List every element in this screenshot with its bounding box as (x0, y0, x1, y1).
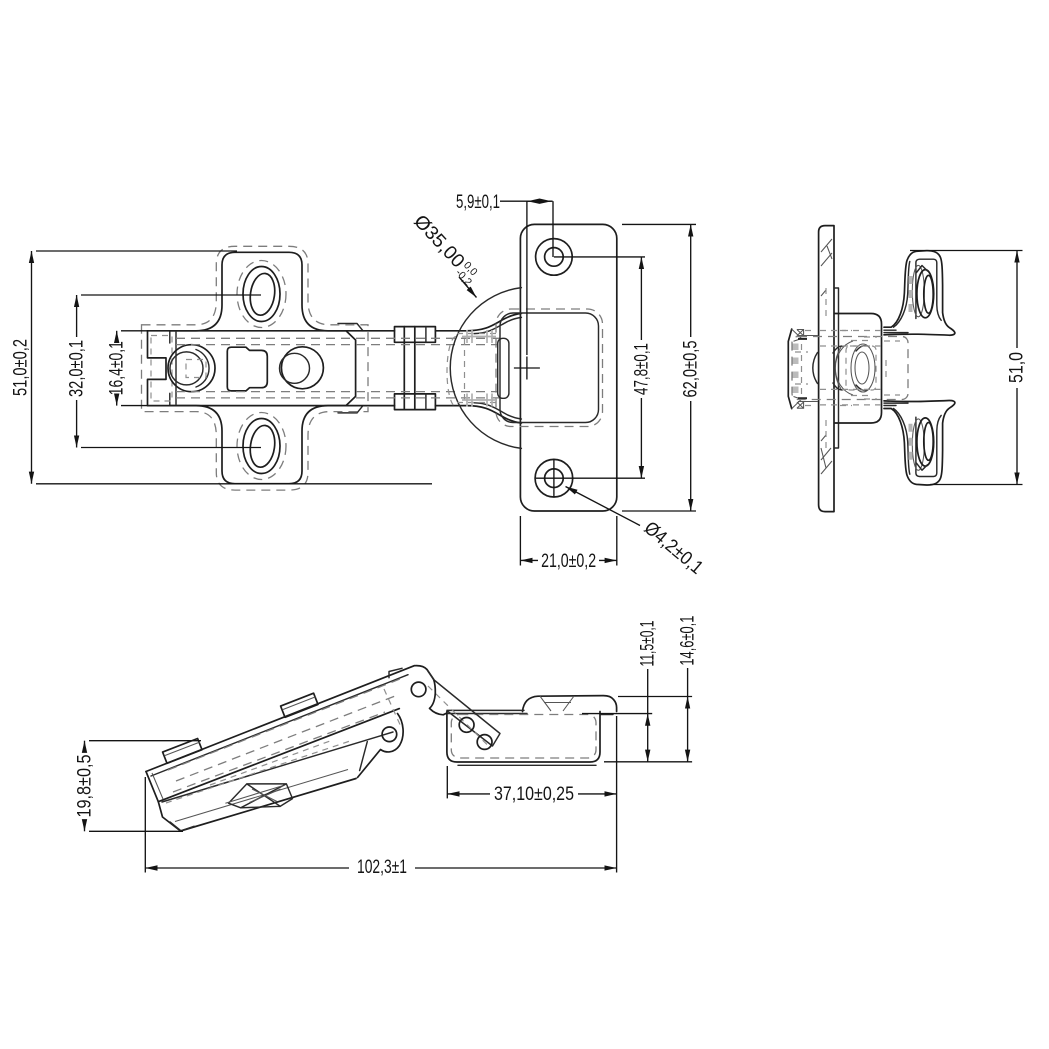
svg-text:21,0±0,2: 21,0±0,2 (541, 551, 596, 572)
svg-text:Ø35,00: Ø35,00 (409, 211, 468, 272)
svg-text:5,9±0,1: 5,9±0,1 (456, 192, 500, 213)
svg-text:14,6±0,1: 14,6±0,1 (678, 616, 699, 666)
svg-text:51,0: 51,0 (1007, 352, 1028, 383)
svg-text:16,4±0,1: 16,4±0,1 (107, 341, 128, 395)
svg-text:62,0±0,5: 62,0±0,5 (681, 341, 702, 398)
svg-text:19,8±0,5: 19,8±0,5 (75, 755, 96, 818)
svg-text:11,5±0,1: 11,5±0,1 (638, 621, 659, 667)
svg-text:47,8±0,1: 47,8±0,1 (631, 343, 652, 395)
svg-text:Ø4,2±0,1: Ø4,2±0,1 (640, 518, 707, 579)
svg-text:37,10±0,25: 37,10±0,25 (494, 784, 574, 805)
svg-text:51,0±0,2: 51,0±0,2 (11, 339, 32, 396)
svg-text:32,0±0,1: 32,0±0,1 (67, 340, 88, 397)
svg-text:102,3±1: 102,3±1 (357, 857, 407, 878)
